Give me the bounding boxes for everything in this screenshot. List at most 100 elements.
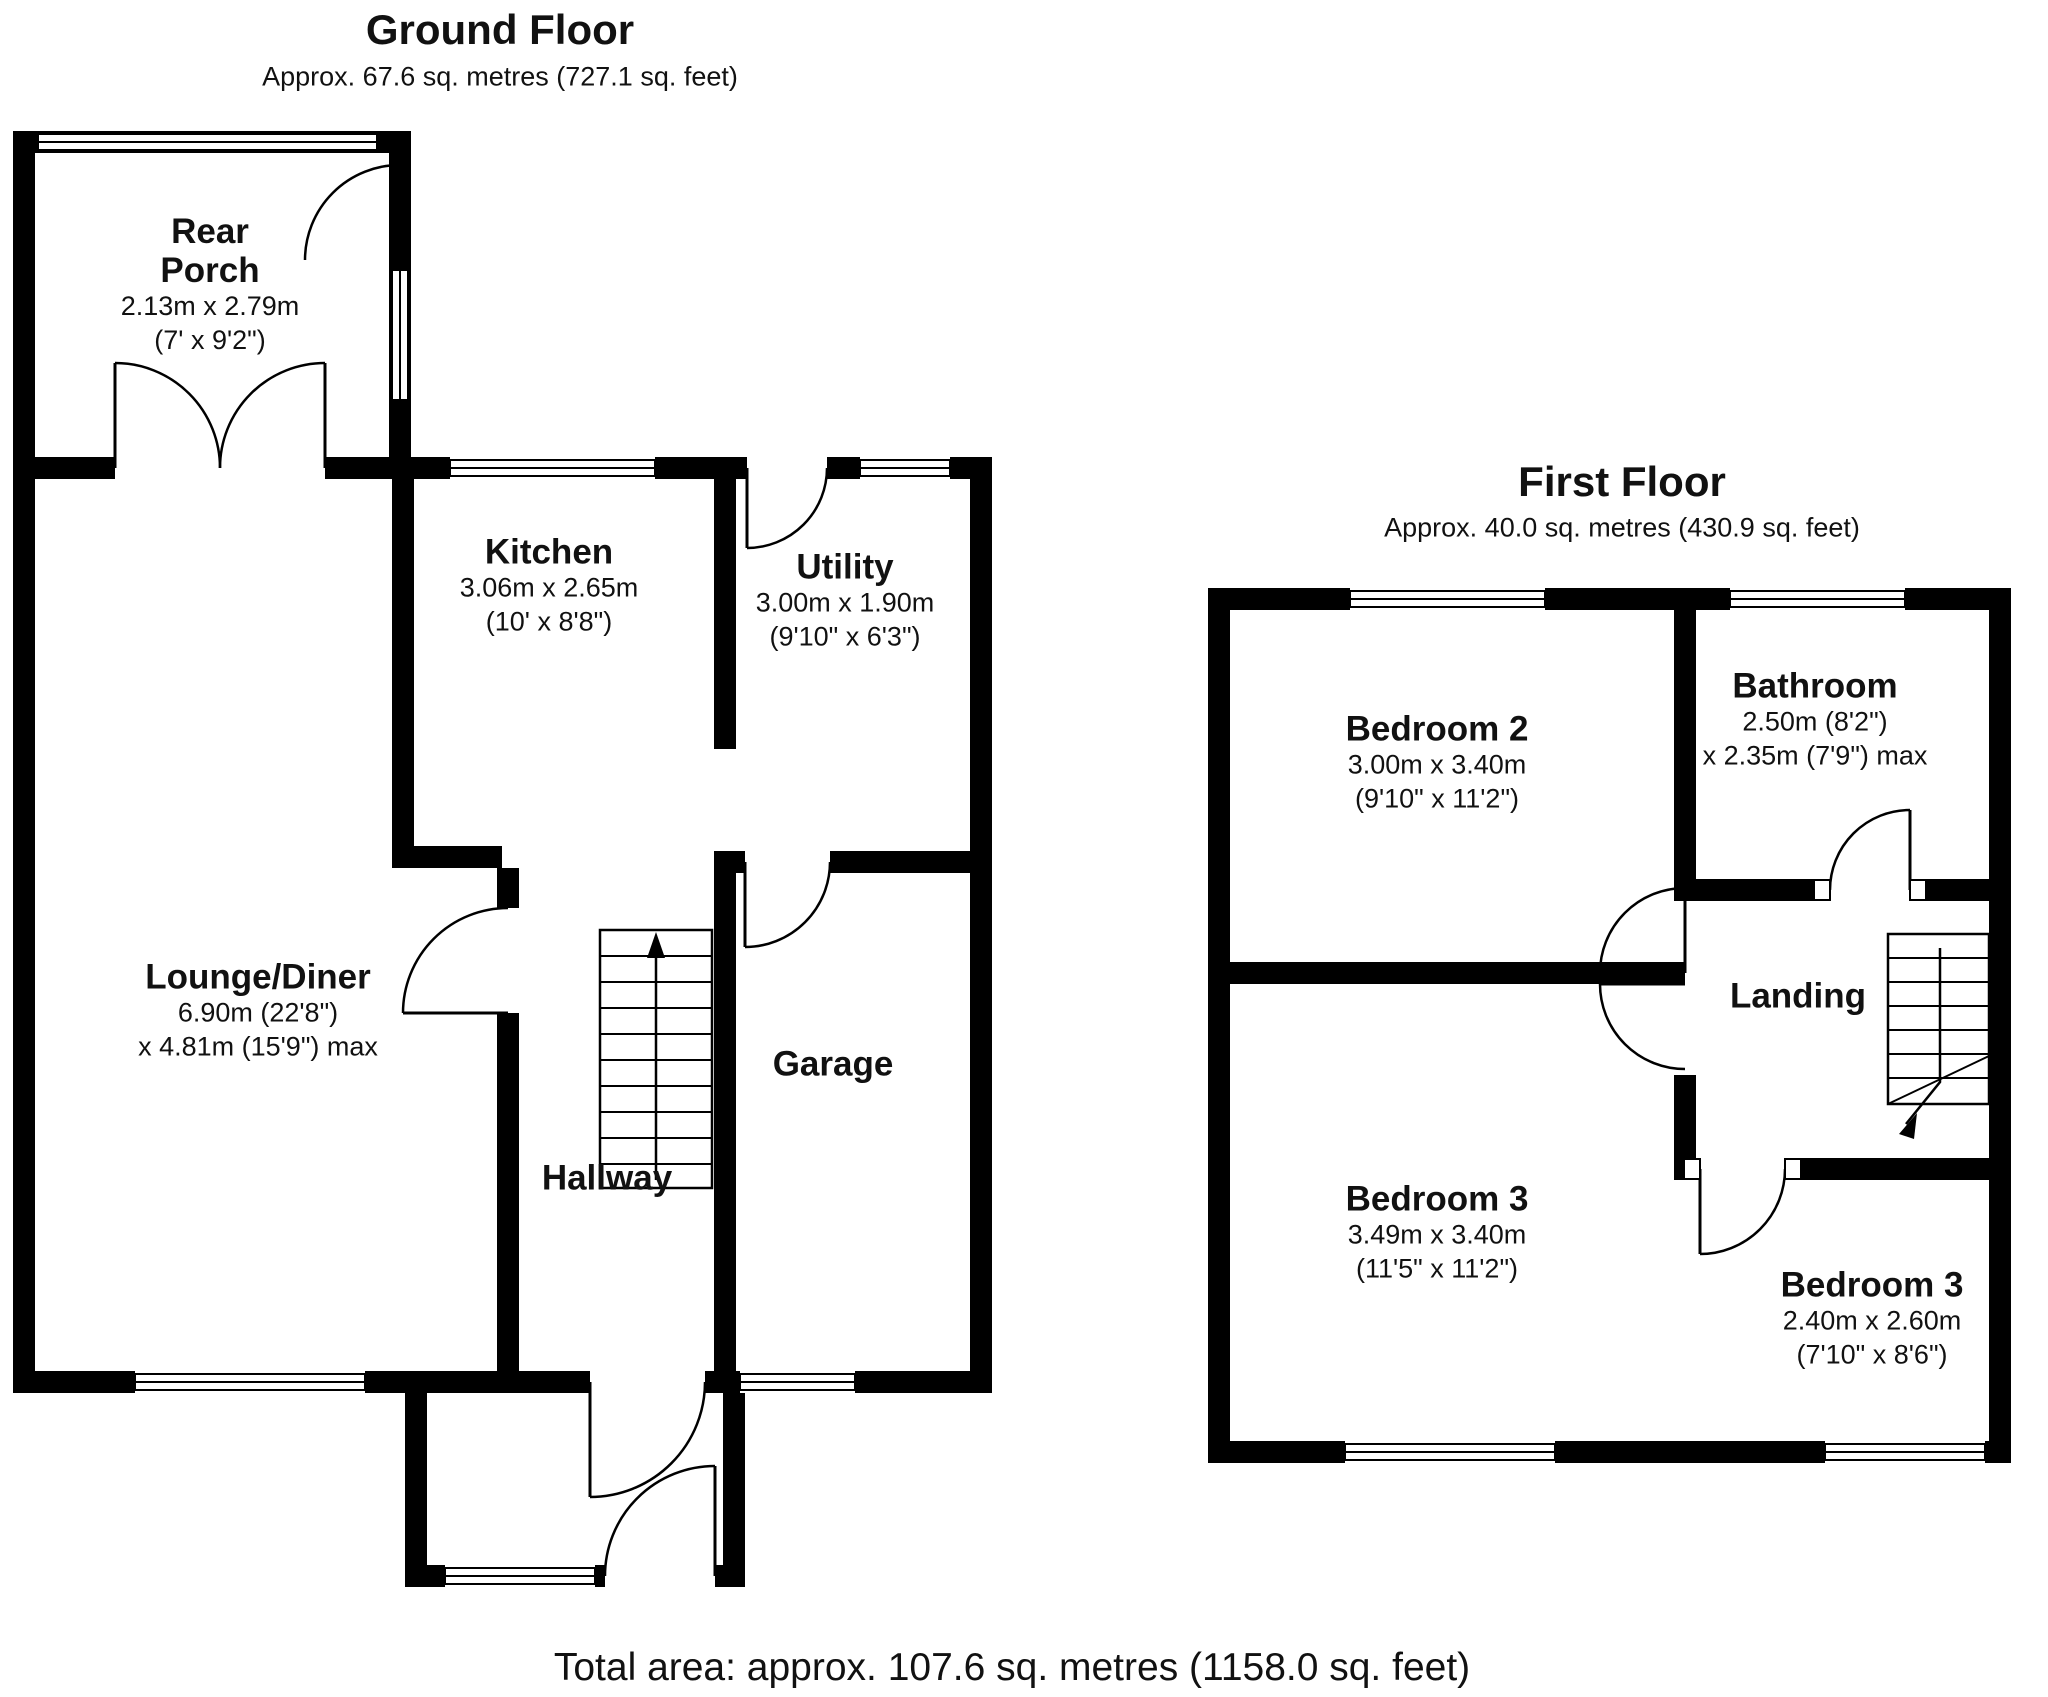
- room-dims: 3.00m x 1.90m: [755, 587, 935, 618]
- room-label-kitchen: Kitchen 3.06m x 2.65m (10' x 8'8"): [460, 533, 639, 640]
- french-door-left: [113, 361, 222, 469]
- bedroom2-window: [1349, 590, 1546, 608]
- room-label-bedroom-2: Bedroom 2 3.00m x 3.40m (9'10" x 11'2"): [1346, 710, 1529, 817]
- ground-floor-title: Ground Floor: [365, 6, 635, 53]
- wall-segment: [705, 1371, 740, 1393]
- room-dims: (9'10" x 6'3"): [769, 621, 921, 652]
- wall-segment: [497, 868, 519, 908]
- room-name: Rear Porch: [160, 212, 260, 291]
- ground-floor-windows: [37, 133, 951, 1585]
- lounge-door: [401, 906, 509, 1015]
- wall-segment: [405, 1393, 427, 1565]
- room-name: Bathroom: [1732, 666, 1898, 706]
- door-jamb: [1813, 879, 1831, 901]
- room-label-bedroom-3: Bedroom 3 3.49m x 3.40m (11'5" x 11'2"): [1346, 1180, 1529, 1287]
- utility-door: [745, 467, 829, 550]
- room-label-rear-porch: Rear Porch 2.13m x 2.79m (7' x 9'2"): [121, 212, 300, 358]
- bedroom2-door: [1598, 886, 1687, 974]
- wall-segment: [1555, 1441, 1825, 1463]
- ground-floor-plan: [13, 131, 992, 1587]
- wall-segment: [405, 1565, 445, 1587]
- total-area-text: Total area: approx. 107.6 sq. metres (11…: [553, 1646, 1471, 1689]
- stairs-up-arrow: [647, 932, 665, 958]
- rear-porch-door: [303, 163, 402, 261]
- wall-segment: [13, 131, 35, 1393]
- front-entrance-door: [603, 1464, 717, 1577]
- rear-porch-side-window: [391, 269, 409, 401]
- room-dims: (11'5" x 11'2"): [1355, 1253, 1519, 1284]
- rear-porch-window: [37, 133, 378, 151]
- wall-segment: [1208, 1441, 1345, 1463]
- wall-segment: [970, 457, 992, 1393]
- wall-segment: [1674, 1075, 1696, 1158]
- room-label-garage: Garage: [773, 1044, 894, 1083]
- room-label-bathroom: Bathroom 2.50m (8'2") x 2.35m (7'9") max: [1703, 667, 1928, 774]
- wall-segment: [1208, 962, 1685, 984]
- wall-segment: [714, 479, 736, 749]
- wall-segment: [392, 846, 502, 868]
- hall-to-porch-door: [588, 1381, 707, 1499]
- room-name: Utility: [796, 547, 894, 587]
- ground-floor-subtitle: Approx. 67.6 sq. metres (727.1 sq. feet): [262, 61, 738, 92]
- room-label-lounge-diner: Lounge/Diner 6.90m (22'8") x 4.81m (15'9…: [138, 958, 378, 1065]
- wall-segment: [1989, 588, 2011, 1463]
- room-dims: 3.00m x 3.40m: [1347, 749, 1527, 780]
- room-dims: (7'10" x 8'6"): [1796, 1339, 1948, 1370]
- room-label-hallway: Hallway: [542, 1158, 672, 1197]
- wall-segment: [13, 457, 115, 479]
- wall-segment: [1785, 1158, 2011, 1180]
- room-dims: 3.49m x 3.40m: [1347, 1219, 1527, 1250]
- wall-segment: [13, 1371, 135, 1393]
- room-dims: (10' x 8'8"): [485, 606, 613, 637]
- room-dims: (7' x 9'2"): [154, 325, 266, 356]
- ground-floor-walls: [13, 131, 992, 1587]
- bedroom3-window: [1344, 1443, 1556, 1461]
- bathroom-window: [1729, 590, 1906, 608]
- wall-segment: [855, 1371, 992, 1393]
- bedroom3-small-door: [1698, 1168, 1787, 1256]
- french-door-right: [218, 361, 327, 469]
- kitchen-window: [449, 459, 656, 477]
- wall-segment: [1674, 879, 1830, 901]
- room-name: Kitchen: [484, 532, 614, 572]
- ground-floor-doors: [113, 163, 832, 1577]
- first-floor-windows: [1344, 590, 1986, 1461]
- front-porch-window: [444, 1567, 596, 1585]
- garage-window: [739, 1373, 856, 1391]
- room-dims: 2.50m (8'2"): [1742, 706, 1888, 737]
- wall-segment: [1208, 588, 1350, 610]
- wall-segment: [714, 851, 745, 873]
- room-label-utility: Utility 3.00m x 1.90m (9'10" x 6'3"): [756, 548, 935, 655]
- room-name: Bedroom 3: [1345, 1179, 1529, 1219]
- room-name: Lounge/Diner: [145, 957, 371, 997]
- room-dims: x 4.81m (15'9") max: [138, 1031, 378, 1062]
- room-dims: 6.90m (22'8"): [177, 997, 339, 1028]
- wall-segment: [1674, 610, 1696, 879]
- first-floor-stairs: [1886, 932, 1991, 1139]
- door-jamb: [1909, 879, 1927, 901]
- room-dims: 2.13m x 2.79m: [120, 291, 300, 322]
- wall-segment: [715, 1565, 745, 1587]
- door-jamb: [1683, 1158, 1701, 1180]
- wall-segment: [392, 479, 414, 868]
- room-name: Bedroom 2: [1345, 709, 1529, 749]
- wall-segment: [827, 457, 860, 479]
- bathroom-door: [1828, 808, 1912, 891]
- door-jamb: [1784, 1158, 1802, 1180]
- wall-segment: [1208, 588, 1230, 1463]
- lounge-window: [134, 1373, 366, 1391]
- wall-segment: [655, 457, 747, 479]
- room-name: Bedroom 3: [1780, 1265, 1964, 1305]
- room-label-bedroom-3-small: Bedroom 3 2.40m x 2.60m (7'10" x 8'6"): [1781, 1266, 1964, 1373]
- bedroom3-small-window: [1824, 1443, 1986, 1461]
- room-label-landing: Landing: [1730, 976, 1866, 1015]
- stairs-down-arrow: [1899, 1113, 1917, 1139]
- utility-window: [859, 459, 951, 477]
- wall-segment: [325, 457, 450, 479]
- wall-segment: [365, 1371, 590, 1393]
- room-name: Garage: [772, 1044, 894, 1084]
- first-floor-doors: [1598, 808, 1927, 1256]
- wall-segment: [1985, 1441, 2011, 1463]
- first-floor-subtitle: Approx. 40.0 sq. metres (430.9 sq. feet): [1384, 512, 1860, 543]
